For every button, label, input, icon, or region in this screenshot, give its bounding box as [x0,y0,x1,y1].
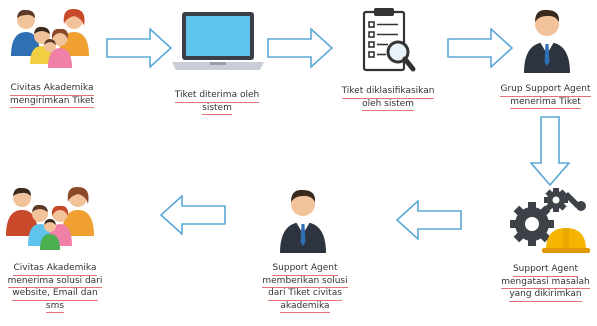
businessman-icon [524,9,570,73]
step-4-label: Grup Support Agent menerima Tiket [494,84,597,109]
arrow-left-2 [160,195,226,235]
arrow-right-2 [267,28,333,68]
step-2-label: Tiket diterima oleh sistem [162,90,272,115]
step-1-label: Civitas Akademika mengirimkan Tiket [0,83,104,108]
people-group-icon-2 [6,186,94,250]
step-7-label: Civitas Akademika menerima solusi dari w… [0,263,110,313]
clipboard-magnifier-icon [362,8,416,72]
step-5-label: Support Agent mengatasi masalah yang dik… [494,264,597,302]
step-3-label: Tiket diklasifikasikan oleh sistem [330,86,446,111]
laptop-icon [172,12,264,70]
businessman-icon-2 [280,189,326,253]
arrow-right-1 [106,28,172,68]
arrow-down [530,116,570,186]
people-group-icon [11,8,89,68]
arrow-right-3 [447,28,513,68]
gears-helmet-icon [510,188,590,253]
arrow-left-1 [396,200,462,240]
step-6-label: Support Agent memberikan solusi dari Tik… [250,263,360,313]
